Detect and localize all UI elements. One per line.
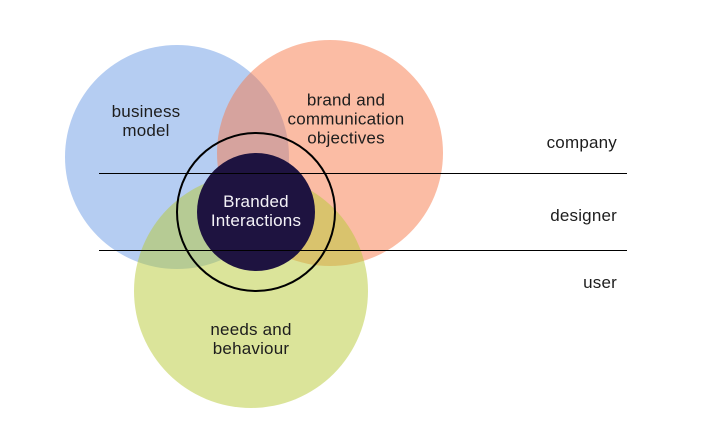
row-label-designer: designer xyxy=(550,206,617,225)
label-business-model-line1: business xyxy=(111,102,181,121)
label-brand-line2: communication xyxy=(287,109,405,129)
label-business-model: business model xyxy=(112,102,181,140)
row-label-user: user xyxy=(583,273,617,292)
label-branded-interactions: Branded Interactions xyxy=(211,192,301,230)
label-business-model-line2: model xyxy=(122,121,170,140)
separator-line-designer-user xyxy=(99,250,627,252)
label-needs-line2: behaviour xyxy=(212,339,290,358)
circle-branded-interactions xyxy=(197,153,315,271)
label-needs-line1: needs and xyxy=(210,320,292,339)
label-needs-behaviour: needs and behaviour xyxy=(210,320,291,358)
label-brand-line3: objectives xyxy=(307,128,385,148)
label-branded-interactions-line1: Branded xyxy=(223,192,289,211)
row-label-company: company xyxy=(546,133,617,152)
highlight-ring xyxy=(176,132,336,292)
label-brand-communication-objectives: brand and communication objectives xyxy=(288,91,405,148)
label-branded-interactions-line2: Interactions xyxy=(210,211,302,230)
label-brand-line1: brand and xyxy=(306,90,386,110)
separator-line-company-designer xyxy=(99,173,627,175)
